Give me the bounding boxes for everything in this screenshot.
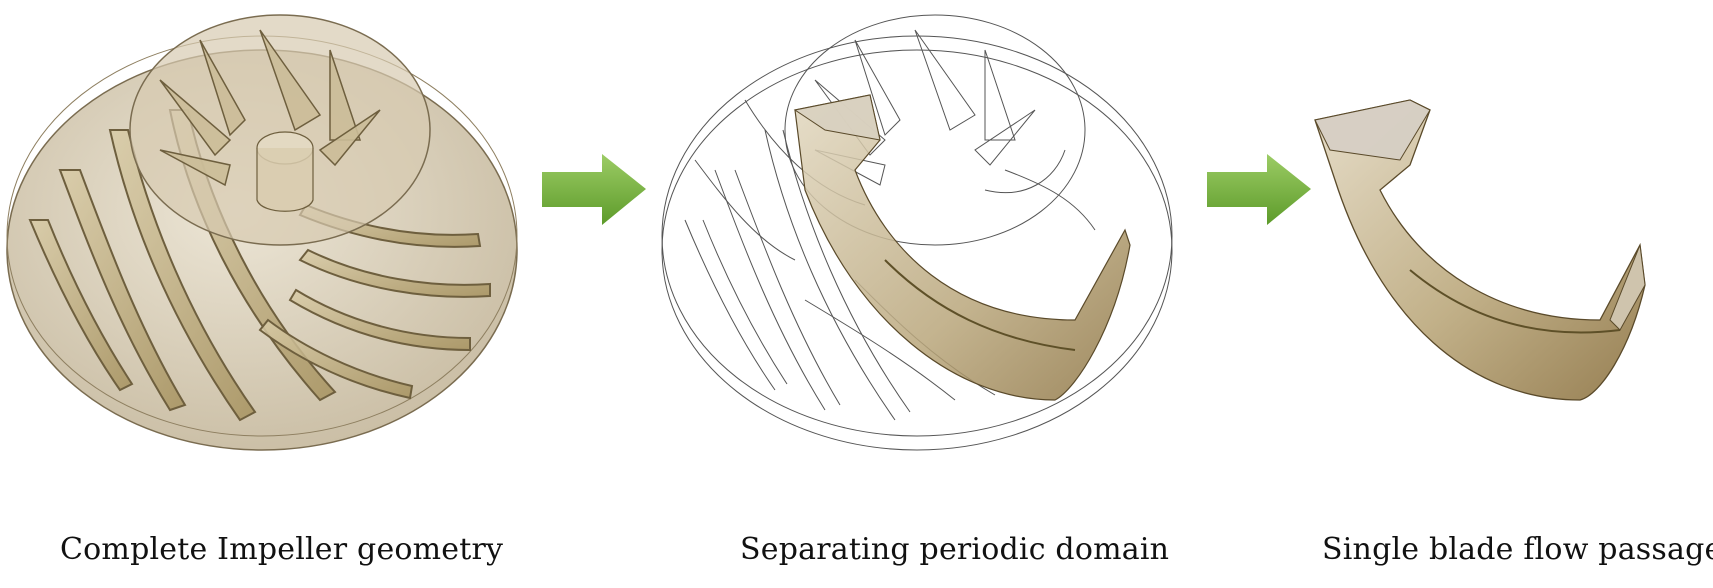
passage-inlet-face bbox=[793, 94, 881, 141]
arrow-icon bbox=[1207, 154, 1311, 225]
impeller-hub-body bbox=[256, 148, 314, 212]
complete-impeller-figure bbox=[6, 14, 518, 451]
single-passage-blade-edge bbox=[1409, 269, 1621, 334]
arrow-complete-to-periodic bbox=[540, 152, 650, 227]
single-passage-outlet bbox=[1609, 244, 1646, 331]
impeller-inducer-vanes bbox=[159, 29, 381, 187]
impeller-blades bbox=[28, 109, 491, 422]
caption-single-passage: Single blade flow passage bbox=[1322, 532, 1713, 567]
arrow-icon bbox=[542, 154, 646, 225]
periodic-domain-figure bbox=[661, 14, 1173, 451]
wireframe-outline bbox=[661, 14, 1173, 451]
caption-periodic-domain: Separating periodic domain bbox=[740, 532, 1170, 567]
periodic-passage-segment bbox=[794, 94, 1131, 401]
impeller-eye-shroud bbox=[129, 14, 431, 246]
arrow-periodic-to-single bbox=[1205, 152, 1315, 227]
passage-blade-edge bbox=[884, 259, 1076, 351]
caption-complete-impeller: Complete Impeller geometry bbox=[60, 532, 504, 567]
single-passage-body bbox=[1314, 99, 1646, 401]
single-passage-illustration bbox=[1300, 0, 1700, 470]
single-passage-figure bbox=[1314, 99, 1646, 401]
complete-impeller-illustration bbox=[0, 0, 540, 470]
single-passage-inlet bbox=[1314, 99, 1431, 161]
periodic-domain-illustration bbox=[655, 0, 1195, 470]
